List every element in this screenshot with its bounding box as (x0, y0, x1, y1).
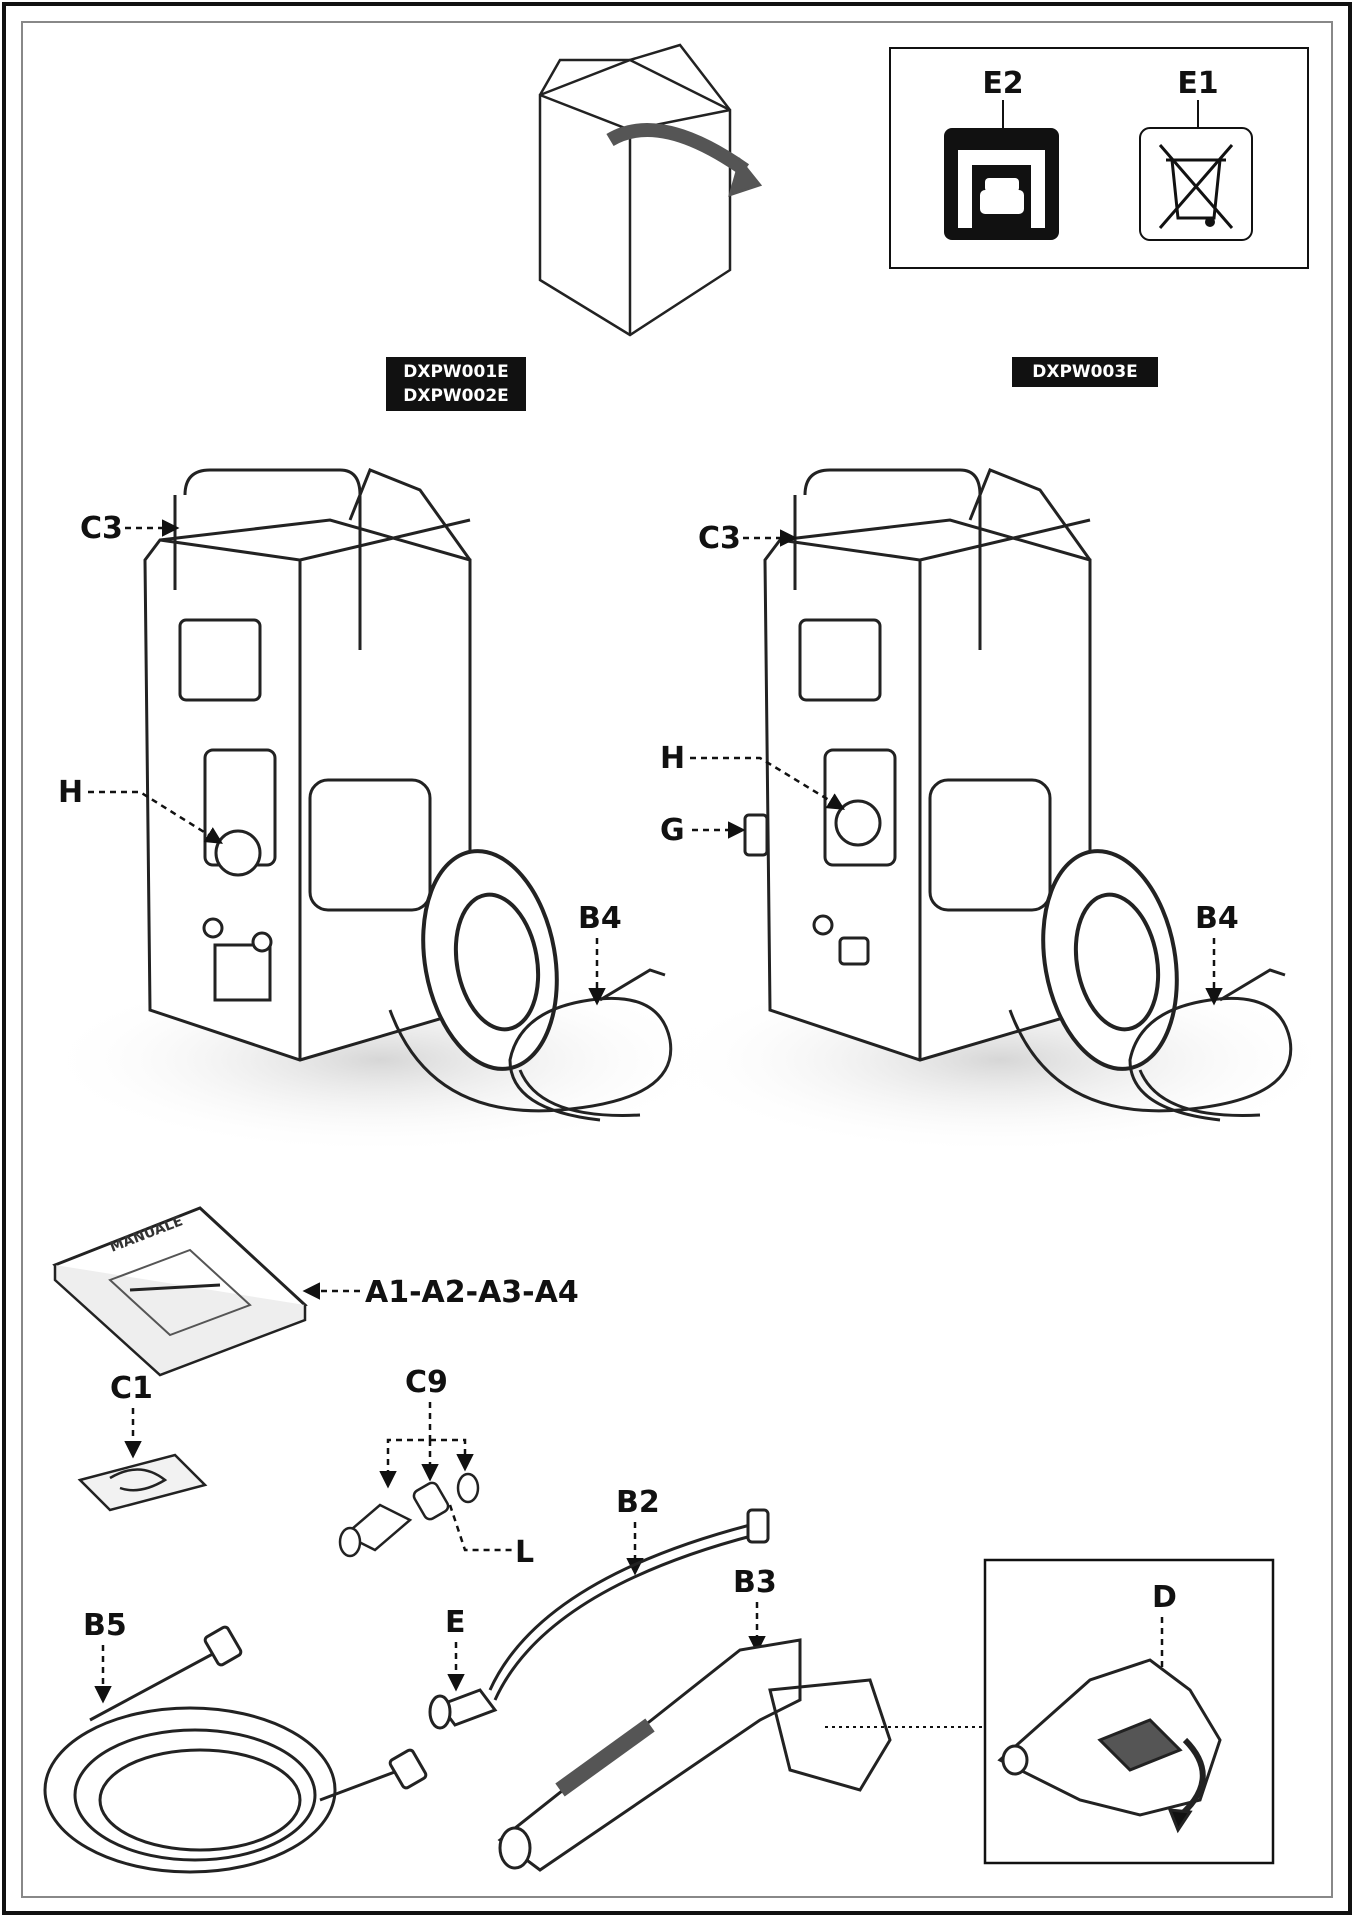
c9-parts (338, 1472, 480, 1558)
right-c3-label: C3 (698, 521, 741, 556)
inner-border (21, 21, 1333, 1898)
e-label: E (445, 1605, 466, 1640)
left-pressure-washer (40, 468, 720, 1155)
manual-label: A1-A2-A3-A4 (365, 1275, 579, 1310)
c1-bag (77, 1453, 208, 1512)
symbols-box (889, 47, 1309, 269)
manual-book: MANUALE (52, 1206, 308, 1377)
c9-label: C9 (405, 1365, 448, 1400)
right-pressure-washer (660, 468, 1340, 1155)
d-label: D (1152, 1580, 1177, 1615)
b3-spray-gun (497, 1638, 892, 1872)
left-b4-label: B4 (578, 901, 622, 936)
c1-label: C1 (110, 1371, 153, 1406)
e2-label: E2 (982, 66, 1023, 101)
right-g-label: G (660, 813, 685, 848)
b2-lance (488, 1508, 770, 1701)
model-left-2: DXPW002E (403, 386, 509, 406)
left-h-label: H (58, 775, 83, 810)
box-illustration (538, 43, 763, 337)
e2-symbol: E2 (944, 66, 1059, 240)
b3-label: B3 (733, 1565, 777, 1600)
right-b4-label: B4 (1195, 901, 1239, 936)
l-label: L (515, 1535, 534, 1570)
model-label-right: DXPW003E (1012, 357, 1158, 387)
model-right-1: DXPW003E (1032, 362, 1138, 382)
b2-label: B2 (616, 1485, 660, 1520)
b5-hose (43, 1648, 401, 1874)
b5-label: B5 (83, 1608, 127, 1643)
right-h-label: H (660, 741, 685, 776)
model-left-1: DXPW001E (403, 362, 509, 382)
left-c3-label: C3 (80, 511, 123, 546)
e-nozzle (428, 1688, 498, 1730)
e1-symbol: E1 (1139, 66, 1253, 241)
e1-label: E1 (1177, 66, 1218, 101)
crossed-out-bin-icon (1139, 127, 1253, 241)
model-label-left: DXPW001E DXPW002E (386, 357, 526, 411)
trigger-lock-detail (997, 1658, 1222, 1834)
